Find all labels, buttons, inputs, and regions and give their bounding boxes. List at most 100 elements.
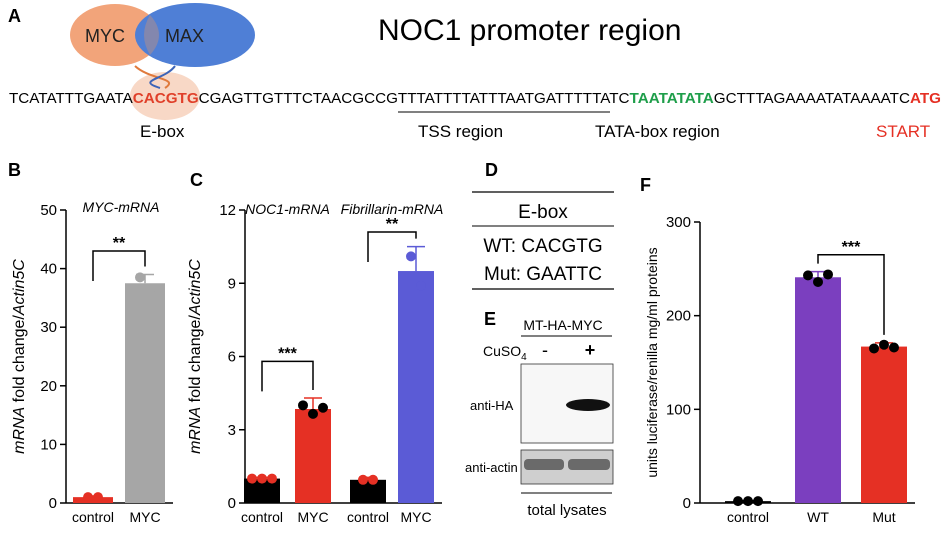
bar [350, 479, 386, 503]
panel-letter-f: F [640, 175, 651, 195]
y-tick-label: 0 [228, 495, 236, 512]
label-tss: TSS region [418, 122, 503, 141]
category-label: MYC [400, 509, 431, 525]
y-axis-label: mRNA fold change/Actin5C [11, 259, 28, 454]
seq-ebox: CACGTG [133, 91, 199, 107]
max-ellipse [135, 3, 255, 67]
data-point [879, 339, 889, 350]
panelA-title: NOC1 promoter region [378, 14, 681, 47]
data-point [743, 496, 753, 507]
myc-ellipse [70, 4, 160, 66]
data-point [83, 492, 93, 503]
category-label: MYC [129, 509, 160, 525]
seq-prefix: TCATATTTGAATA [9, 91, 133, 107]
bar [398, 271, 434, 503]
y-tick-label: 50 [40, 202, 57, 219]
y-tick-label: 0 [49, 495, 57, 512]
data-point [257, 473, 267, 484]
cuso4-text: CuSO [483, 343, 521, 359]
data-point [298, 400, 308, 411]
data-point [813, 276, 823, 287]
significance-label: ** [386, 216, 399, 233]
data-point [135, 272, 145, 283]
lysates-label: total lysates [527, 502, 606, 519]
data-point [406, 251, 416, 262]
y-tick-label: 20 [40, 378, 57, 395]
data-point [869, 343, 879, 354]
y-tick-label: 30 [40, 319, 57, 336]
significance-label: ** [113, 235, 126, 252]
data-point [823, 269, 833, 280]
bar [73, 497, 113, 503]
y-tick-label: 200 [666, 308, 691, 325]
significance-bracket [92, 250, 146, 282]
data-point [889, 342, 899, 353]
minus-sign: - [542, 340, 548, 360]
bar [861, 346, 907, 503]
data-point [318, 402, 328, 413]
table-mut: Mut: GAATTC [484, 264, 602, 285]
data-point [733, 496, 743, 507]
panel-letter-e: E [484, 309, 496, 329]
y-axis-label: units luciferase/renilla mg/ml proteins [644, 247, 660, 477]
actin-band-2 [568, 459, 610, 470]
y-tick-label: 10 [40, 436, 57, 453]
data-point [358, 474, 368, 485]
table-header: E-box [518, 202, 568, 223]
significance-bracket [261, 360, 314, 392]
seq-atg: ATG [910, 91, 941, 107]
chart-title: MYC-mRNA [83, 199, 160, 215]
label-start: START [876, 122, 930, 141]
y-tick-label: 3 [228, 422, 236, 439]
label-ebox: E-box [140, 122, 185, 141]
data-point [368, 474, 378, 485]
myc-label: MYC [85, 26, 125, 46]
data-point [803, 270, 813, 281]
category-label: control [347, 509, 389, 525]
panel-letter-a: A [8, 6, 21, 26]
max-label: MAX [165, 26, 204, 46]
cuso4-label: CuSO4 [483, 343, 527, 363]
cuso4-subscript: 4 [521, 352, 527, 363]
data-point [753, 496, 763, 507]
data-point [145, 284, 155, 295]
significance-label: *** [842, 239, 861, 256]
anti-ha-label: anti-HA [470, 398, 514, 413]
bar [295, 408, 331, 503]
ebox-highlight [130, 72, 200, 120]
data-point [308, 408, 318, 419]
myc-link-line [134, 65, 170, 89]
chart-c: 0 3 6 9 12 mRNA fold change/Actin5C control MYC… [187, 201, 443, 525]
significance-bracket [817, 254, 885, 335]
plus-sign: + [585, 340, 596, 360]
y-tick-label: 6 [228, 349, 236, 366]
y-tick-label: 0 [683, 495, 691, 512]
y-label-end: Actin5C [11, 259, 28, 316]
data-point [93, 492, 103, 503]
significance-label: *** [278, 345, 297, 362]
ha-band [566, 399, 610, 411]
y-tick-label: 40 [40, 261, 57, 278]
category-label: control [241, 509, 283, 525]
y-label-mid: fold change/ [187, 315, 204, 407]
seq-post: GCTTTAGAAAATATAAAATC [714, 91, 910, 107]
y-label-italic: mRNA [187, 407, 204, 454]
bar [795, 277, 841, 503]
category-label: WT [807, 509, 829, 525]
data-point [416, 280, 426, 291]
table-wt: WT: CACGTG [483, 236, 602, 257]
y-tick-label: 12 [219, 202, 236, 219]
y-label-mid: fold change/ [11, 315, 28, 407]
y-axis-label: mRNA fold change/Actin5C [187, 259, 204, 454]
y-label-end: Actin5C [187, 259, 204, 316]
category-label: Mut [872, 509, 895, 525]
y-tick-label: 9 [228, 275, 236, 292]
category-label: MYC [297, 509, 328, 525]
chart-subtitle: NOC1-mRNA [245, 201, 330, 217]
bar [125, 283, 165, 503]
label-tata: TATA-box region [595, 122, 720, 141]
category-label: control [72, 509, 114, 525]
seq-mid: CGAGTTGTTTCTAACGCCGTTTATTTTATTTAATGATTTT… [199, 91, 630, 107]
